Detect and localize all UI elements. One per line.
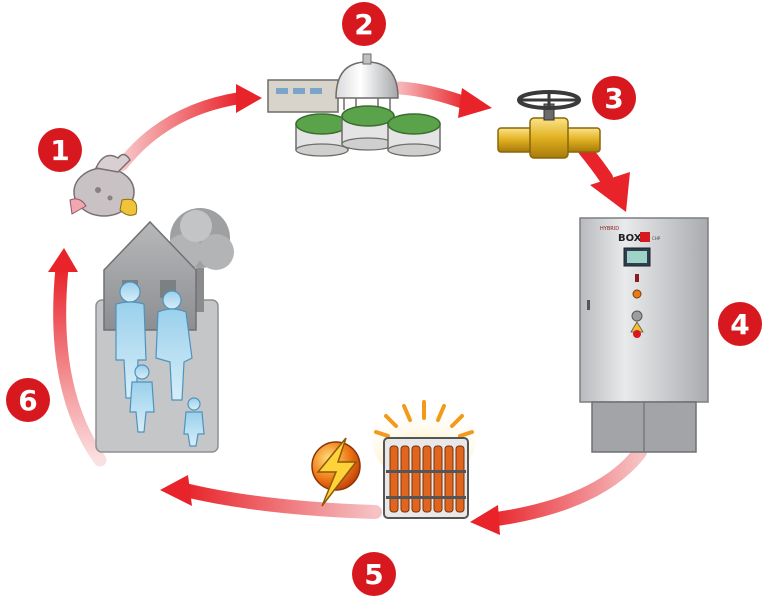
- cabinet-brand-main: BOX: [618, 233, 642, 244]
- arrow-3-to-4-head: [590, 172, 630, 212]
- cabinet-brand-top: HYBRID: [600, 226, 619, 232]
- waste-bag-icon: [69, 153, 138, 217]
- step-number-6: 6: [18, 384, 37, 417]
- radiator-icon: [383, 437, 469, 519]
- step-badge-5: 5: [352, 552, 396, 596]
- step-badge-3: 3: [592, 76, 636, 120]
- arrow-3-to-4: [578, 143, 613, 185]
- electricity-icon: [311, 437, 361, 507]
- biogas-plant-icon: [267, 53, 441, 157]
- arrow-5-to-6: [178, 483, 382, 519]
- step-number-3: 3: [604, 82, 623, 115]
- heat-and-power-icon: [311, 398, 476, 519]
- arrow-2-to-3-head: [458, 88, 492, 118]
- step-badge-2: 2: [342, 2, 386, 46]
- arrow-5-to-6-head: [160, 475, 192, 506]
- arrow-4-to-5: [483, 445, 647, 527]
- arrow-1-to-2-head: [236, 84, 262, 113]
- step-number-5: 5: [364, 558, 383, 591]
- step-number-1: 1: [50, 134, 69, 167]
- gas-valve-icon: [497, 90, 601, 159]
- step-number-4: 4: [730, 308, 749, 341]
- step-badge-6: 6: [6, 378, 50, 422]
- step-number-2: 2: [354, 8, 373, 41]
- sun-rays: [374, 400, 474, 438]
- step-badge-4: 4: [718, 302, 762, 346]
- cabinet-brand-tag: CHP: [652, 236, 661, 241]
- family-home-icon: [95, 208, 234, 453]
- family-people-icon: [115, 281, 205, 447]
- arrow-4-to-5-head: [470, 505, 500, 535]
- hybrid-box-cabinet-icon: HYBRID BOX CHP: [579, 217, 709, 453]
- step-badge-1: 1: [38, 128, 82, 172]
- arrow-6-to-1: [53, 261, 107, 467]
- arrow-6-to-1-head: [48, 248, 78, 272]
- arrow-2-to-3: [393, 81, 475, 111]
- arrow-1-to-2: [116, 92, 246, 171]
